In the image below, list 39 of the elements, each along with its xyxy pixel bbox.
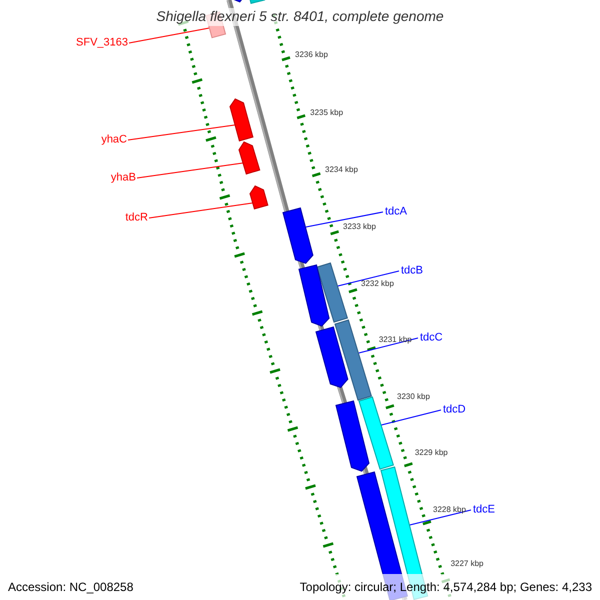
gene-feature [228, 98, 254, 142]
gene-label: yhaC [101, 134, 127, 146]
gene-feature [282, 206, 314, 264]
leader-line [305, 212, 384, 228]
gene-bar [316, 262, 349, 324]
accession-text: Accession: NC_008258 [8, 579, 134, 596]
leader-line [128, 28, 210, 44]
gene-label: SFV_3163 [76, 36, 128, 48]
gene-feature [335, 400, 370, 472]
tick-label: 3236 kbp [295, 51, 328, 59]
gene-label: tdcR [125, 212, 148, 224]
genome-info-text: Topology: circular; Length: 4,574,284 bp; Genes: 4,233 [300, 579, 592, 596]
tick-label: 3230 kbp [397, 393, 430, 401]
gene-feature [248, 185, 269, 210]
gene-label: tdcA [385, 206, 408, 218]
gene-bar [334, 318, 373, 402]
tick-label: 3228 kbp [433, 506, 466, 514]
gene-feature [315, 326, 350, 388]
leader-line [358, 338, 418, 354]
gene-label: tdcC [420, 332, 443, 344]
gene-label: tdcB [401, 264, 424, 276]
tick-label: 3232 kbp [361, 280, 394, 288]
gene-label: tdcD [443, 404, 466, 416]
gene-feature [238, 141, 261, 175]
leader-line [409, 510, 472, 526]
gene-bar [358, 396, 395, 470]
leader-line [128, 124, 236, 140]
leader-line [148, 202, 253, 218]
tick-label: 3227 kbp [450, 560, 484, 568]
leader-line [337, 270, 400, 286]
tick-label: 3233 kbp [343, 223, 376, 231]
tick-label: 3235 kbp [310, 109, 344, 117]
gene-label: yhaB [110, 172, 136, 184]
gene-label: tdcE [473, 504, 496, 516]
tick-label: 3234 kbp [325, 166, 358, 174]
gene-feature [298, 264, 330, 327]
leader-line [136, 162, 244, 178]
tick-label: 3229 kbp [414, 449, 448, 457]
leader-line [380, 410, 442, 426]
